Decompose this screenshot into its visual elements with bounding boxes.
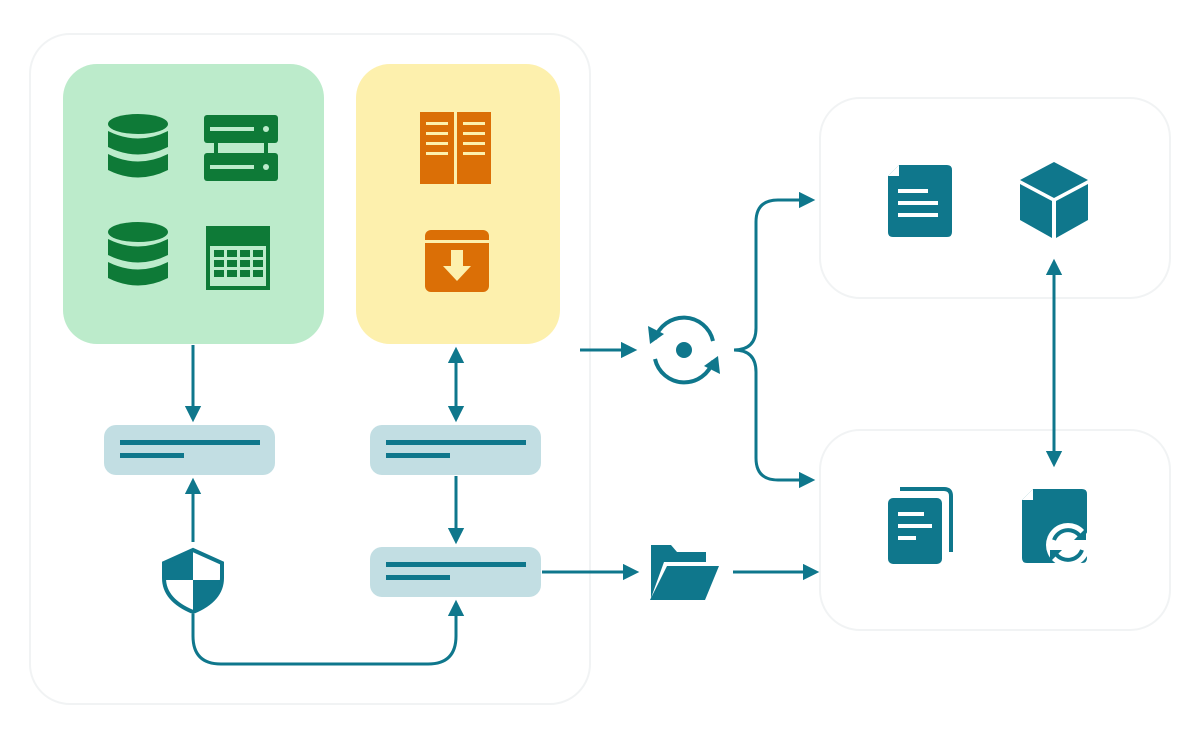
archive-download-icon (425, 230, 489, 292)
document-icon (888, 165, 952, 237)
storage-group (356, 64, 560, 344)
sync-target-icon (648, 315, 720, 385)
copy-documents-icon (888, 487, 953, 564)
process-node-2 (370, 425, 541, 475)
database-icon (108, 222, 168, 286)
process-node-3 (370, 547, 541, 597)
branch-brace-lower (733, 348, 816, 489)
table-grid-icon (206, 226, 270, 290)
database-icon (108, 114, 168, 178)
file-sync-icon (1022, 489, 1090, 567)
process-node-1 (104, 425, 275, 475)
storage-cabinet-icon (420, 112, 491, 184)
shield-icon (162, 547, 224, 615)
folder-open-icon (650, 545, 719, 600)
branch-brace (733, 191, 816, 352)
data-sources-group (63, 64, 324, 344)
right-panel-bottom (819, 429, 1171, 631)
left-panel (29, 33, 591, 705)
data-sources-box (63, 64, 324, 344)
arrow-shield-to-node3 (191, 599, 465, 666)
connectors (184, 191, 1063, 666)
cube-icon (1020, 162, 1088, 238)
server-rack-icon (204, 115, 278, 181)
storage-box (356, 64, 560, 344)
right-panel-top (819, 97, 1171, 299)
